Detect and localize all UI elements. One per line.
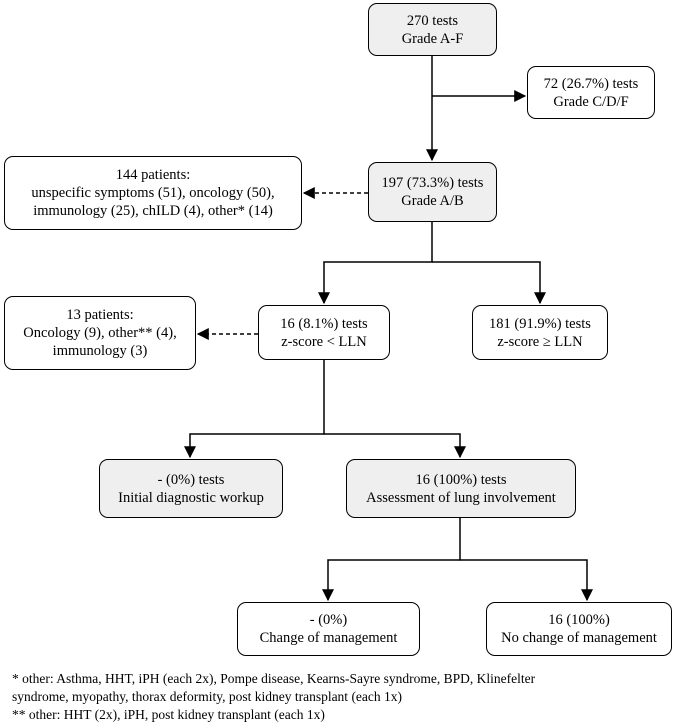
node-144-patients-line1: 144 patients: — [115, 167, 191, 183]
node-grade-ab-line2: Grade A/B — [401, 193, 464, 209]
node-grade-cdf-line1: 72 (26.7%) tests — [543, 75, 639, 92]
node-lung-assessment: 16 (100%) tests Assessment of lung invol… — [346, 459, 576, 518]
split-zscore-right — [324, 433, 466, 459]
node-total-tests-line1: 270 tests — [406, 12, 459, 29]
node-total-tests-line2: Grade A-F — [401, 30, 464, 47]
node-13-patients: 13 patients: Oncology (9), other** (4), … — [4, 296, 196, 370]
node-lung-assessment-line1: 16 (100%) tests — [415, 471, 507, 488]
node-no-change-mgmt: 16 (100%) No change of management — [486, 602, 672, 656]
node-grade-ab-line1: 197 (73.3%) tests — [381, 175, 484, 191]
node-zscore-normal-line2: z-score ≥ LLN — [497, 333, 583, 350]
node-144-patients-line3: immunology (25), chILD (4), other* (14) — [33, 203, 273, 219]
node-13-patients-line1: 13 patients: — [66, 307, 134, 323]
node-change-mgmt: - (0%) Change of management — [237, 602, 420, 656]
node-zscore-low-line1: 16 (8.1%) tests — [280, 315, 368, 332]
node-lung-assessment-line2: Assessment of lung involvement — [366, 489, 556, 506]
split-lung — [322, 518, 461, 602]
node-no-change-mgmt-line1: 16 (100%) — [548, 612, 610, 628]
node-zscore-normal-line1: 181 (91.9%) tests — [489, 315, 591, 332]
split-lung-right — [460, 559, 593, 602]
node-grade-cdf: 72 (26.7%) tests Grade C/D/F — [527, 66, 655, 119]
node-initial-workup: - (0%) tests Initial diagnostic workup — [99, 459, 283, 518]
split-zscore — [184, 360, 325, 459]
split-ab — [318, 222, 433, 305]
node-change-mgmt-line1: - (0%) — [309, 612, 348, 628]
node-144-patients: 144 patients: unspecific symptoms (51), … — [4, 156, 302, 230]
node-initial-workup-line2: Initial diagnostic workup — [118, 489, 264, 506]
node-total-tests: 270 tests Grade A-F — [368, 3, 497, 56]
node-13-patients-line3: immunology (3) — [52, 343, 148, 359]
node-grade-cdf-line2: Grade C/D/F — [553, 93, 629, 110]
footnote-other-1: * other: Asthma, HHT, iPH (each 2x), Pom… — [12, 671, 536, 686]
node-zscore-low-line2: z-score < LLN — [281, 333, 367, 350]
node-13-patients-line2: Oncology (9), other** (4), — [23, 325, 177, 341]
node-zscore-normal: 181 (91.9%) tests z-score ≥ LLN — [472, 305, 608, 360]
node-zscore-low: 16 (8.1%) tests z-score < LLN — [258, 305, 390, 360]
node-change-mgmt-line2: Change of management — [259, 630, 398, 646]
node-initial-workup-line1: - (0%) tests — [157, 471, 225, 488]
node-144-patients-line2: unspecific symptoms (51), oncology (50), — [31, 185, 275, 201]
footnote-other-3: ** other: HHT (2x), iPH, post kidney tra… — [12, 707, 325, 722]
node-no-change-mgmt-line2: No change of management — [501, 630, 657, 646]
split-ab-right — [432, 261, 546, 305]
node-grade-ab: 197 (73.3%) tests Grade A/B — [368, 162, 497, 222]
footnote-other-2: syndrome, myopathy, thorax deformity, po… — [12, 689, 403, 704]
